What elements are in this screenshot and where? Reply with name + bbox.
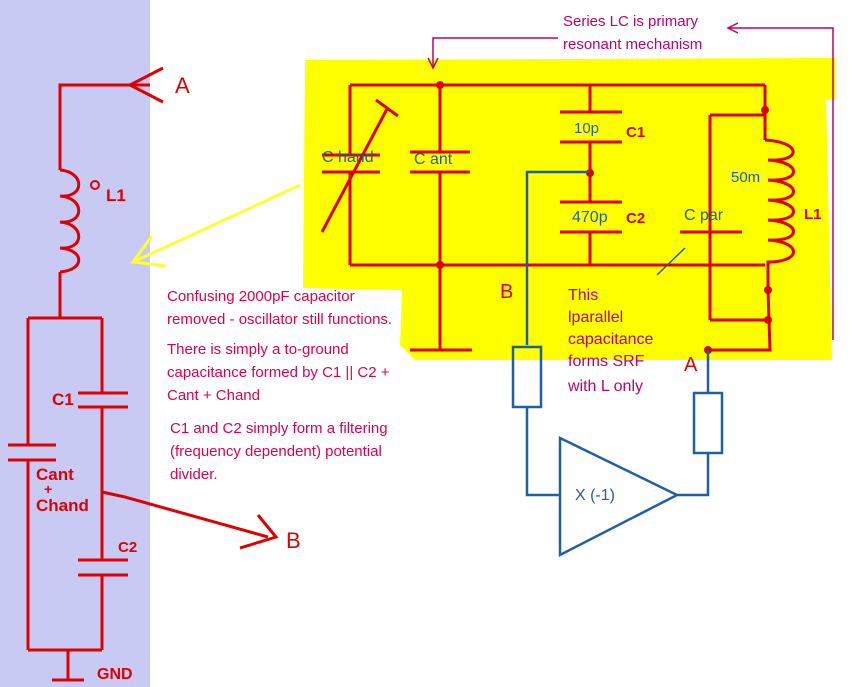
yellow-pointer-arrow [130,183,301,268]
note-line: C1 and C2 simply form a filtering [170,420,388,437]
note-line: There is simply a to-ground [167,341,349,358]
cap-cpar-label: C par [684,207,724,224]
note-line: divider. [170,466,218,483]
cap-cant-label-right: C ant [414,151,453,168]
wire-amp-output [677,453,710,497]
left-panel-background [0,0,150,687]
cap-c2-label-left: C2 [118,539,137,556]
arrow-a-left [126,66,164,104]
note-line: This [568,287,598,304]
series-lc-pointer [427,22,834,340]
pointer-line-left [432,37,558,68]
left-circuit [8,66,279,682]
wire-to-b-left [101,490,269,539]
note-line: removed - oscillator still functions. [167,311,392,328]
node-a-label-right: A [684,354,698,376]
note-filtering: C1 and C2 simply form a filtering (frequ… [170,420,388,483]
node-a-label-left: A [175,73,190,98]
inductor-l1-right [764,138,795,290]
note-line: capacitance [568,331,653,348]
inductor-dot-left [90,180,100,190]
highlight-region [303,58,835,360]
inductor-l1-label-right: L1 [804,206,822,223]
amplifier-label: X (-1) [575,487,615,504]
junction-dot [436,81,444,89]
cap-chand-label-right: C hand [322,149,374,166]
amplifier-triangle [558,436,680,558]
cpar-pointer-line [656,247,686,276]
cap-chand-label: Chand [36,496,89,515]
note-parallel-capacitance: This lparallel capacitance forms SRF wit… [567,287,653,395]
note-line: capacitance formed by C1 || C2 + [167,364,390,381]
note-line: forms SRF [568,353,645,370]
junction-dot [764,316,772,324]
note-line: Series LC is primary [563,13,699,30]
note-line: lparallel [568,309,623,326]
junction-dot [761,106,769,114]
resistor-right [692,391,724,455]
wire-to-a-left [58,83,150,170]
note-line: (frequency dependent) potential [170,443,382,460]
cap-c2-label-right: C2 [626,210,645,227]
pointer-line-right [728,27,834,340]
note-removed-capacitor: Confusing 2000pF capacitor removed - osc… [167,288,392,328]
note-series-lc: Series LC is primary resonant mechanism [563,13,702,53]
wire-b-node [525,170,590,345]
yellow-arrow-line [132,183,301,264]
cap-470p-value: 470p [572,209,608,226]
yellow-arrow-head [130,235,167,268]
cap-cant-label: Cant [36,465,74,484]
amplifier-circuit [511,170,724,558]
note-line: with L only [567,378,643,395]
right-circuit [320,83,795,352]
wire-l1-to-a [708,289,772,352]
cap-c1-label-right: C1 [626,124,645,141]
note-to-ground: There is simply a to-ground capacitance … [167,341,390,404]
node-b-label-right: B [500,281,513,303]
cap-10p-value: 10p [574,120,599,137]
inductor-value: 50m [731,169,760,186]
junction-dot [436,261,444,269]
inductor-l1-label-left: L1 [106,186,126,205]
node-b-label-left: B [286,528,301,553]
pointer-arrowhead-left [427,57,439,70]
variable-cap-arrow [320,106,390,233]
variable-cap-tick [375,98,399,118]
ground-label: GND [97,666,133,683]
arrow-b-left [239,514,279,550]
cap-cant-plus: + [44,481,52,497]
wire-resistor-to-amp [525,407,560,497]
cap-c1-label-left: C1 [52,390,74,409]
note-line: resonant mechanism [563,36,702,53]
pointer-arrowhead-right [726,22,739,34]
note-line: Confusing 2000pF capacitor [167,288,355,305]
junction-dot [764,286,772,294]
note-line: Cant + Chand [167,387,260,404]
inductor-l1-left [59,168,81,274]
